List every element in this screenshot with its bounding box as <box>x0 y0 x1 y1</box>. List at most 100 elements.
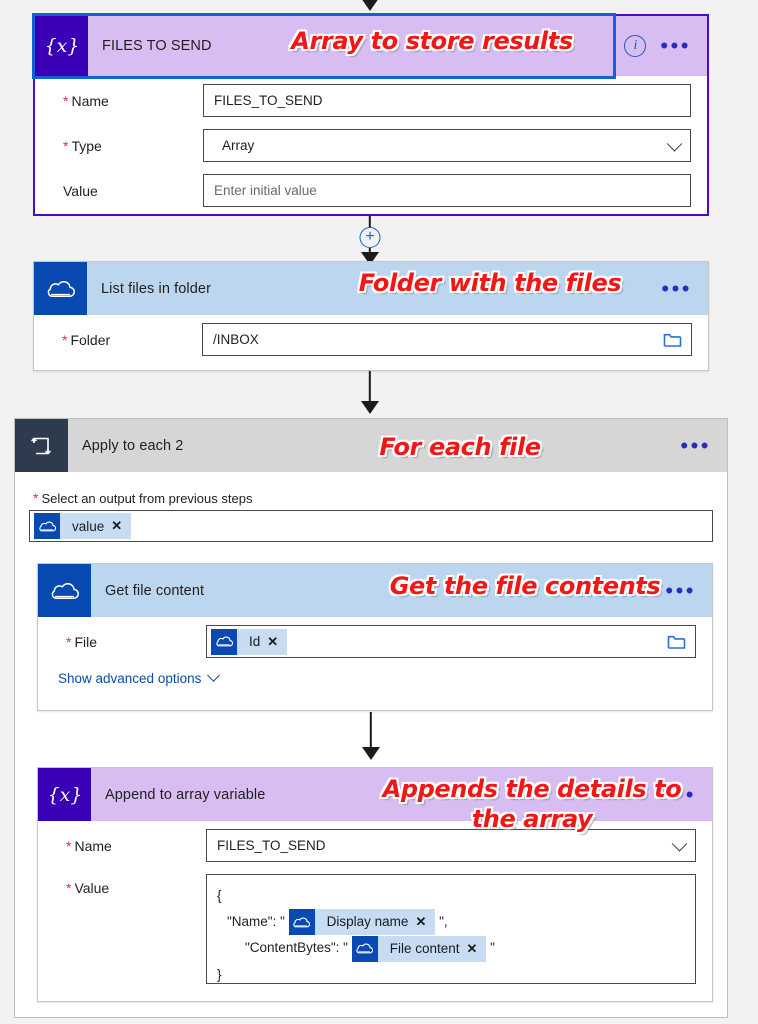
chevron-down-icon <box>666 135 683 152</box>
svg-text:{x}: {x} <box>47 35 77 57</box>
field-row-value: Value { "Name": " <box>54 874 696 984</box>
field-label: Folder <box>50 332 202 348</box>
type-dropdown[interactable]: Array <box>203 129 691 162</box>
token-remove-icon[interactable]: ✕ <box>415 914 427 930</box>
folder-picker-icon[interactable] <box>667 633 686 650</box>
variable-braces-icon: {x} <box>38 768 91 821</box>
info-icon[interactable]: i <box>624 35 647 57</box>
json-line-2: "Name": " Display name ✕ <box>217 909 448 936</box>
field-value: Array <box>222 138 255 153</box>
svg-text:{x}: {x} <box>50 784 80 806</box>
header-actions: ••• <box>653 262 708 315</box>
json-key-contentbytes: "ContentBytes": " <box>245 940 348 956</box>
token-remove-icon[interactable]: ✕ <box>466 940 478 956</box>
value-json-editor[interactable]: { "Name": " Display name <box>206 874 696 984</box>
json-line-1: { <box>217 888 222 903</box>
file-input[interactable]: Id ✕ <box>206 625 696 658</box>
field-row-name: Name FILES_TO_SEND <box>51 84 691 117</box>
field-row-value: Value Enter initial value <box>51 174 691 207</box>
card-header[interactable]: {x} Append to array variable ••• <box>38 768 712 821</box>
card-body: Name FILES_TO_SEND Type Array Value Ente… <box>35 76 707 223</box>
token-label: value <box>72 518 105 534</box>
header-actions: ••• <box>657 768 712 821</box>
field-placeholder: Enter initial value <box>214 183 317 198</box>
more-options-icon[interactable]: ••• <box>661 275 692 301</box>
json-suffix: ", <box>439 914 448 929</box>
onedrive-cloud-icon <box>288 909 315 936</box>
token-chip-id[interactable]: Id ✕ <box>211 628 288 655</box>
card-header[interactable]: Apply to each 2 ••• <box>15 419 727 472</box>
json-key-name: "Name": " <box>227 914 285 929</box>
value-input[interactable]: Enter initial value <box>203 174 691 207</box>
more-options-icon[interactable]: ••• <box>680 432 711 458</box>
card-header[interactable]: {x} FILES TO SEND i ••• <box>35 16 707 76</box>
link-label: Show advanced options <box>58 671 202 686</box>
token-remove-icon[interactable]: ✕ <box>111 518 123 533</box>
onedrive-cloud-icon <box>38 564 91 617</box>
show-advanced-options-link[interactable]: Show advanced options <box>58 669 221 686</box>
card-list-files-in-folder[interactable]: List files in folder ••• Folder /INBOX <box>33 261 709 371</box>
card-body: Name FILES_TO_SEND Value { "Name": " <box>38 821 712 1000</box>
token-remove-icon[interactable]: ✕ <box>267 633 279 649</box>
token-chip-file-content[interactable]: File content ✕ <box>351 935 487 962</box>
chevron-down-icon <box>207 669 221 682</box>
field-label: Name <box>54 838 206 854</box>
json-line-4: } <box>217 966 222 982</box>
step-title: Append to array variable <box>105 786 266 803</box>
step-title: List files in folder <box>101 280 211 297</box>
variable-braces-icon: {x} <box>35 16 88 76</box>
connector-list-to-loop <box>352 371 388 417</box>
field-label: Name <box>51 93 203 109</box>
step-title: Apply to each 2 <box>82 437 184 454</box>
connector-var-to-list: + <box>352 216 388 265</box>
card-body: File Id ✕ <box>38 617 712 702</box>
header-actions: i ••• <box>616 16 707 76</box>
field-label: Value <box>63 182 98 199</box>
card-apply-to-each-2[interactable]: Apply to each 2 ••• Select an output fro… <box>14 418 728 1018</box>
token-label: Display name <box>326 914 409 930</box>
onedrive-cloud-icon <box>34 262 87 315</box>
more-options-icon[interactable]: ••• <box>660 33 691 58</box>
json-suffix: " <box>490 940 495 956</box>
field-value: /INBOX <box>213 332 259 347</box>
field-label: File <box>54 634 206 650</box>
card-append-to-array-variable[interactable]: {x} Append to array variable ••• Name FI… <box>37 767 713 1002</box>
more-options-icon[interactable]: ••• <box>665 781 696 807</box>
onedrive-cloud-icon <box>351 935 378 962</box>
select-output-label: Select an output from previous steps <box>33 490 713 506</box>
name-input[interactable]: FILES_TO_SEND <box>203 84 691 117</box>
field-value: FILES_TO_SEND <box>214 93 323 108</box>
advanced-options-row: Show advanced options <box>54 669 696 688</box>
step-title: Get file content <box>105 582 205 599</box>
field-label: Value <box>54 874 206 896</box>
chevron-down-icon <box>671 835 688 852</box>
card-get-file-content[interactable]: Get file content ••• File <box>37 563 713 711</box>
token-chip-value[interactable]: value ✕ <box>34 513 132 539</box>
scope-body: Select an output from previous steps val… <box>15 472 727 542</box>
field-value: FILES_TO_SEND <box>217 838 326 853</box>
step-title: FILES TO SEND <box>102 38 212 54</box>
connector-top <box>352 0 388 14</box>
variable-name-dropdown[interactable]: FILES_TO_SEND <box>206 829 696 862</box>
header-actions: ••• <box>657 564 712 617</box>
loop-repeat-icon <box>15 419 68 472</box>
card-initialize-variable[interactable]: {x} FILES TO SEND i ••• Name FILES_TO_SE… <box>32 13 709 216</box>
header-actions: ••• <box>672 419 727 472</box>
token-chip-display-name[interactable]: Display name ✕ <box>288 909 436 936</box>
json-line-3: "ContentBytes": " File content ✕ <box>217 935 495 962</box>
field-label: Type <box>51 138 203 154</box>
folder-input[interactable]: /INBOX <box>202 323 692 356</box>
field-row-folder: Folder /INBOX <box>50 323 692 356</box>
more-options-icon[interactable]: ••• <box>665 577 696 603</box>
field-row-type: Type Array <box>51 129 691 162</box>
add-step-button[interactable]: + <box>359 227 381 248</box>
folder-picker-icon[interactable] <box>663 331 682 348</box>
card-header[interactable]: List files in folder ••• <box>34 262 708 315</box>
field-row-name: Name FILES_TO_SEND <box>54 829 696 862</box>
card-header[interactable]: Get file content ••• <box>38 564 712 617</box>
onedrive-cloud-icon <box>34 513 60 539</box>
token-label: File content <box>389 940 460 956</box>
select-output-input[interactable]: value ✕ <box>29 510 713 542</box>
connector-getfile-to-append <box>353 712 389 764</box>
